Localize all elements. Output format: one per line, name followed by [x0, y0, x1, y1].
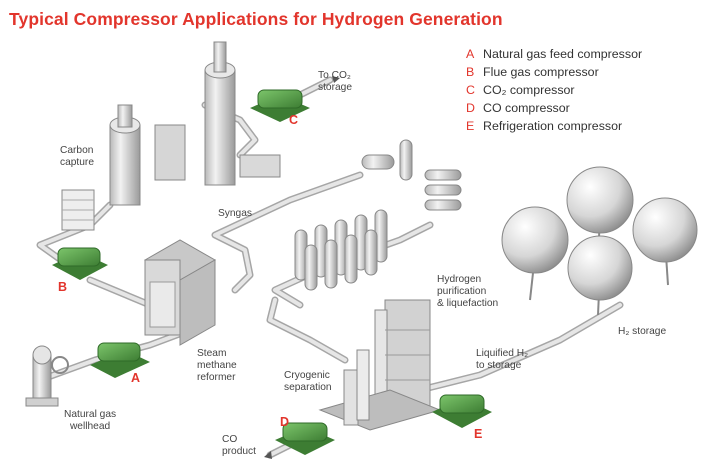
label-cryogenic-separation: Cryogenic separation	[284, 370, 332, 394]
flow-arrows	[264, 76, 340, 459]
compressor-tag-e: E	[474, 427, 483, 441]
label-line: separation	[284, 382, 332, 393]
legend-item: E Refrigeration compressor	[466, 119, 642, 137]
label-line: Syngas	[218, 208, 252, 219]
label-line: To CO₂	[318, 70, 351, 81]
label-liquified-h2: Liquified H₂ to storage	[476, 348, 528, 372]
compressor-tag-b: B	[58, 280, 68, 294]
page-title: Typical Compressor Applications for Hydr…	[9, 9, 503, 29]
legend-item: C CO₂ compressor	[466, 83, 642, 101]
carbon-capture-unit	[61, 41, 281, 231]
legend-label: CO compressor	[483, 101, 570, 115]
compressor-a	[90, 342, 150, 378]
compressor-b	[52, 247, 108, 280]
label-hydrogen-purification: Hydrogen purification & liquefaction	[437, 274, 498, 310]
compressor-tag-a: A	[131, 371, 141, 385]
legend-letter: D	[466, 101, 475, 115]
label-line: & liquefaction	[437, 298, 499, 309]
legend-letter: C	[466, 83, 475, 97]
label-h2-storage: H₂ storage	[618, 326, 666, 338]
label-line: purification	[437, 286, 487, 297]
label-line: product	[222, 446, 256, 457]
legend-label: Natural gas feed compressor	[483, 47, 643, 61]
label-natural-gas-wellhead: Natural gas wellhead	[64, 409, 116, 433]
label-line: Natural gas	[64, 409, 117, 420]
legend-item: B Flue gas compressor	[466, 65, 642, 83]
arrow-to-co2-icon	[332, 76, 340, 83]
label-line: storage	[318, 82, 352, 93]
compressor-d	[275, 422, 335, 455]
label-line: Cryogenic	[284, 370, 330, 381]
steam-methane-reformer	[143, 239, 217, 346]
legend-letter: E	[466, 119, 475, 133]
label-line: Hydrogen	[437, 274, 482, 285]
legend-label: Refrigeration compressor	[483, 119, 623, 133]
label-co-product: CO product	[222, 434, 256, 458]
label-to-co2-storage: To CO₂ storage	[318, 70, 352, 94]
label-carbon-capture: Carbon capture	[60, 145, 94, 169]
legend: A Natural gas feed compressor B Flue gas c…	[466, 47, 642, 137]
legend-label: Flue gas compressor	[483, 65, 599, 79]
label-line: capture	[60, 157, 94, 168]
label-line: wellhead	[69, 421, 111, 432]
natural-gas-wellhead	[25, 345, 69, 407]
legend-item: A Natural gas feed compressor	[466, 47, 642, 65]
legend-letter: A	[466, 47, 475, 61]
arrow-co-product-icon	[264, 451, 272, 459]
legend-label: CO₂ compressor	[483, 83, 575, 97]
label-line: CO	[222, 434, 238, 445]
label-line: to storage	[476, 360, 522, 371]
legend-item: D CO compressor	[466, 101, 642, 119]
compressor-tag-c: C	[289, 113, 299, 127]
compressor-tag-d: D	[280, 415, 290, 429]
label-line: H₂ storage	[618, 326, 667, 337]
label-line: Steam	[197, 348, 227, 359]
label-line: methane	[197, 360, 237, 371]
h2-storage-spheres	[501, 166, 698, 316]
label-line: Carbon	[60, 145, 94, 156]
legend-letter: B	[466, 65, 475, 79]
label-steam-methane-reformer: Steam methane reformer	[197, 348, 237, 384]
compressor-c	[250, 89, 310, 122]
label-line: Liquified H₂	[476, 348, 529, 359]
label-line: reformer	[197, 372, 236, 383]
label-syngas: Syngas	[218, 208, 252, 220]
syngas-processing-unit	[294, 139, 462, 291]
compressor-e	[432, 394, 492, 428]
